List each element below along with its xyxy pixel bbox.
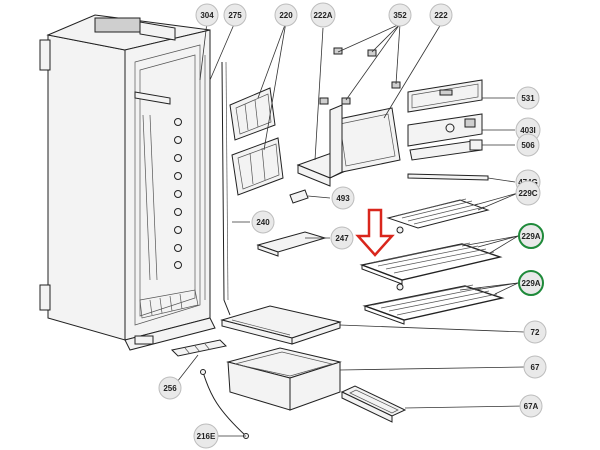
- callout-label: 72: [531, 328, 540, 337]
- callout-216e: 216E: [193, 423, 219, 449]
- part-229A-wire-shelf-1: [359, 242, 503, 291]
- shelf-rails: [142, 114, 158, 281]
- callout-label: 222: [434, 11, 448, 20]
- shelf-support-knobs: [174, 118, 182, 269]
- callout-circle: [388, 3, 412, 27]
- callout-circle: [251, 210, 275, 234]
- callout-label: 403I: [520, 126, 536, 135]
- callout-label: 229A: [521, 279, 540, 288]
- part-67A-front: [340, 385, 407, 423]
- callout-label: 506: [521, 141, 535, 150]
- callout-circle: [195, 3, 219, 27]
- callout-247: 247: [330, 226, 354, 250]
- callout-label: 220: [279, 11, 293, 20]
- callout-circle: [523, 355, 547, 379]
- callout-220: 220: [274, 3, 298, 27]
- callout-229a: 229A: [518, 223, 544, 249]
- part-352-hinges: [319, 23, 401, 105]
- callout-label: 229A: [521, 232, 540, 241]
- callout-label: 240: [256, 218, 270, 227]
- callout-label: 222A: [313, 11, 332, 20]
- callout-circle: [274, 3, 298, 27]
- callout-circle: [193, 423, 219, 449]
- fridge-cabinet: [39, 14, 216, 351]
- callout-bubbles: 304275220222A352222531403I506474G229C493…: [158, 2, 547, 449]
- callout-229c: 229C: [515, 180, 541, 206]
- part-220-door-bins: [229, 87, 284, 196]
- callout-label: 216E: [197, 432, 216, 441]
- callout-label: 256: [163, 384, 177, 393]
- part-493-bracket: [289, 189, 331, 204]
- callout-circle: [516, 133, 540, 157]
- callout-circle: [516, 86, 540, 110]
- callout-circle: [330, 226, 354, 250]
- callout-352: 352: [388, 3, 412, 27]
- callout-circle: [158, 376, 182, 400]
- callout-circle: [518, 270, 544, 296]
- callout-circle: [519, 394, 543, 418]
- callout-label: 531: [521, 94, 535, 103]
- callout-531: 531: [516, 86, 540, 110]
- part-229C-wire-shelf: [386, 198, 490, 234]
- part-72-glass-shelf: [220, 305, 342, 345]
- part-222-door: [329, 104, 401, 179]
- callout-circle: [331, 186, 355, 210]
- callout-circle: [310, 2, 336, 28]
- callout-circle: [523, 320, 547, 344]
- callout-506: 506: [516, 133, 540, 157]
- callout-493: 493: [331, 186, 355, 210]
- callout-240: 240: [251, 210, 275, 234]
- callout-label: 229C: [518, 189, 537, 198]
- callout-222a: 222A: [310, 2, 336, 28]
- part-256-vent: [170, 339, 228, 357]
- callout-label: 247: [335, 234, 349, 243]
- callout-circle: [223, 3, 247, 27]
- callout-label: 352: [393, 11, 407, 20]
- callout-304: 304: [195, 3, 219, 27]
- callout-label: 304: [200, 11, 214, 20]
- callout-229a: 229A: [518, 270, 544, 296]
- callout-67a: 67A: [519, 394, 543, 418]
- part-506-bracket: [409, 139, 483, 161]
- callout-label: 493: [336, 194, 350, 203]
- callout-label: 67: [531, 363, 540, 372]
- callout-label: 275: [228, 11, 242, 20]
- part-67-crisper: [226, 347, 342, 411]
- callout-circle: [429, 3, 453, 27]
- callout-222: 222: [429, 3, 453, 27]
- callout-275: 275: [223, 3, 247, 27]
- part-247-deflector: [256, 231, 330, 257]
- part-531-panel: [407, 79, 483, 113]
- callout-256: 256: [158, 376, 182, 400]
- callout-circle: [518, 223, 544, 249]
- part-229A-wire-shelf-2: [362, 284, 505, 325]
- down-arrow-icon: [355, 208, 395, 257]
- part-474G-rod: [407, 173, 489, 181]
- part-403I-housing: [407, 113, 483, 147]
- callout-72: 72: [523, 320, 547, 344]
- part-240-strip: [221, 61, 231, 316]
- callout-label: 67A: [524, 402, 539, 411]
- callout-67: 67: [523, 355, 547, 379]
- callout-circle: [515, 180, 541, 206]
- leader-lines: [176, 21, 525, 437]
